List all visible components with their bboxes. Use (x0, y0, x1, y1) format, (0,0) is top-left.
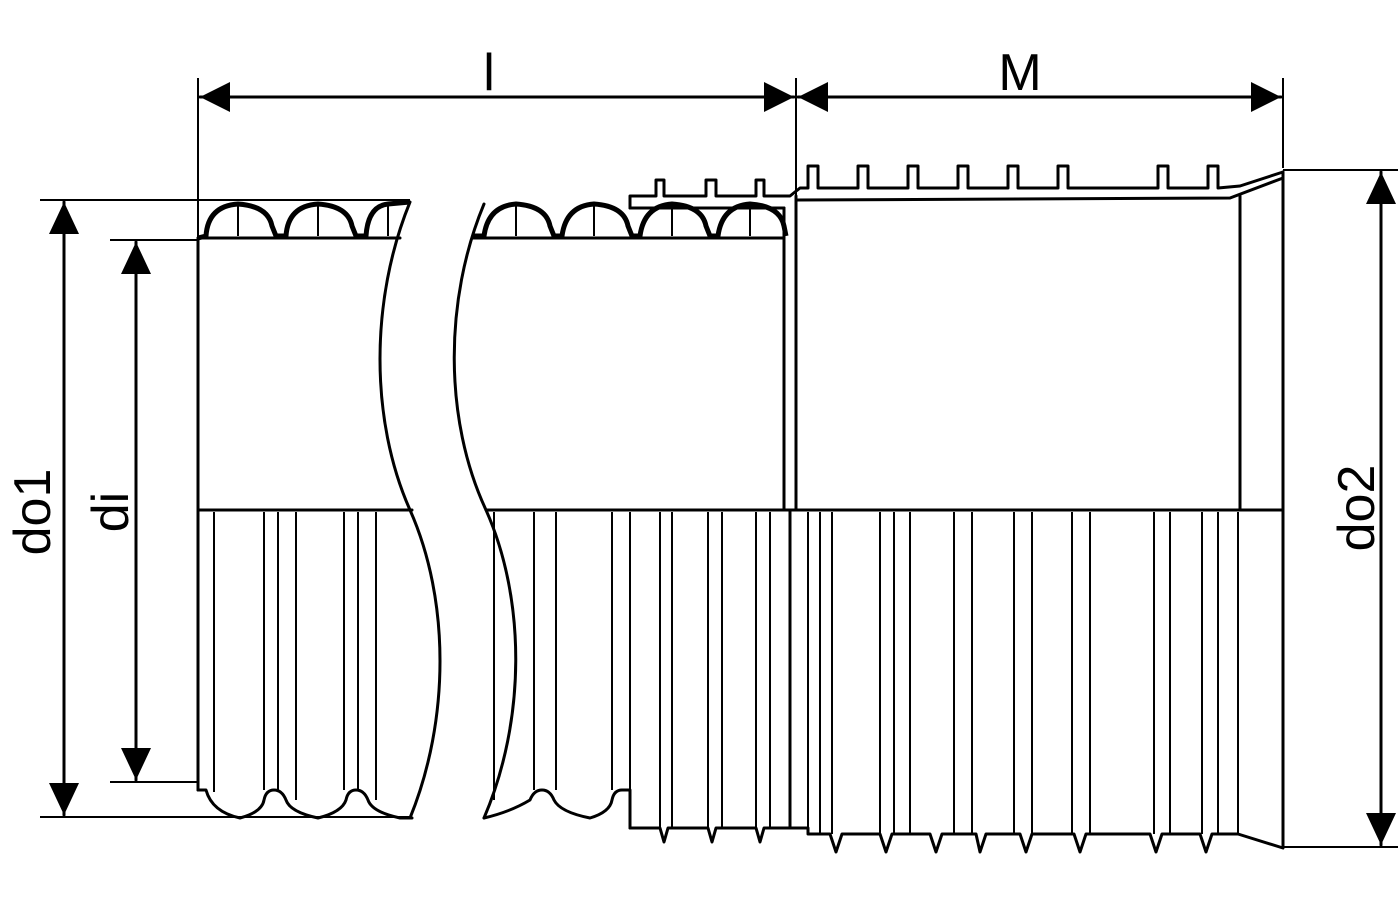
label-l: l (483, 44, 495, 102)
corrugation-bottom-left (196, 788, 414, 820)
label-m: M (998, 44, 1041, 102)
extension-lines (40, 78, 1398, 848)
dimension-do1: do1 (4, 200, 79, 817)
corrugation-top-left (197, 199, 411, 241)
dimension-di: di (82, 240, 151, 782)
label-di: di (82, 492, 140, 532)
dimension-m: M (796, 44, 1283, 112)
label-do1: do1 (4, 469, 62, 556)
socket-bell (628, 164, 1285, 854)
pipe-segment-middle (470, 201, 1285, 844)
pipe-segment-left (196, 199, 414, 820)
label-do2: do2 (1328, 465, 1386, 552)
dimension-l: l (198, 44, 796, 112)
dimension-do2: do2 (1328, 170, 1396, 847)
